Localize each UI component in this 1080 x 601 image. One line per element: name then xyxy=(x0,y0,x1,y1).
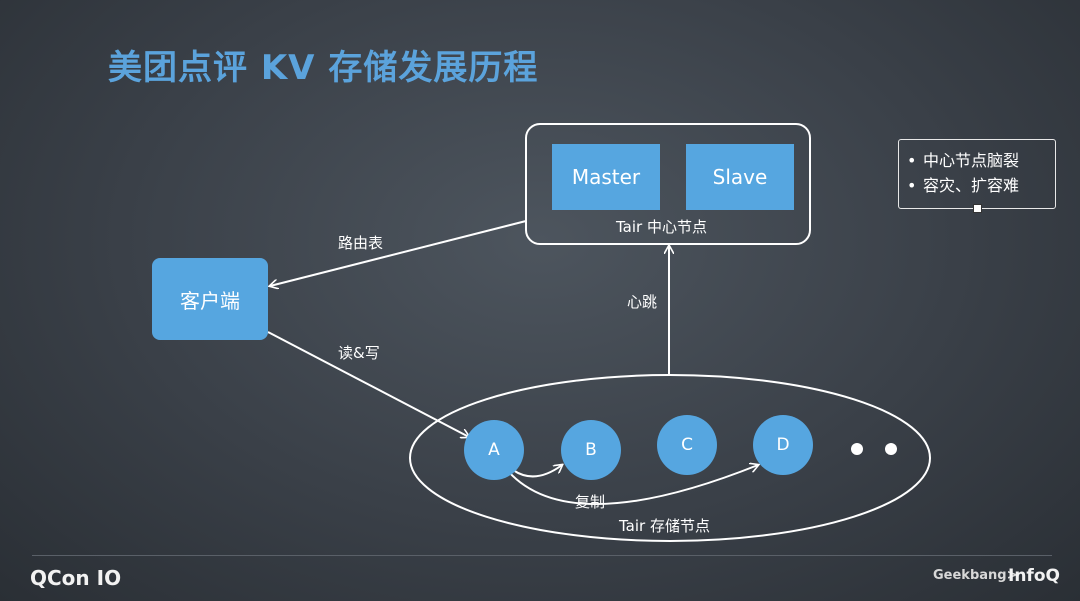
replicate-arrow-d xyxy=(507,465,758,506)
storage-node-c: C xyxy=(657,415,717,475)
heartbeat-label: 心跳 xyxy=(627,293,658,311)
bullet-icon: • xyxy=(907,151,917,170)
routing-table-label: 路由表 xyxy=(338,234,384,252)
storage-node-a: A xyxy=(464,420,524,480)
read-write-arrow xyxy=(267,331,469,437)
replicate-label: 复制 xyxy=(575,493,606,511)
master-node: Master xyxy=(552,144,660,210)
resize-handle-icon xyxy=(973,204,982,213)
geekbang-logo: Geekbang> xyxy=(933,568,1018,583)
storage-node-label: Tair 存储节点 xyxy=(619,517,710,535)
storage-node-d: D xyxy=(753,415,813,475)
footer-divider xyxy=(32,555,1052,556)
slave-node: Slave xyxy=(686,144,794,210)
center-node-label: Tair 中心节点 xyxy=(616,218,707,236)
qcon-logo: QCon IO xyxy=(30,566,122,590)
routing-table-arrow xyxy=(270,220,527,286)
page-title: 美团点评 KV 存储发展历程 xyxy=(108,48,539,88)
storage-node-b: B xyxy=(561,420,621,480)
bullet-icon: • xyxy=(907,176,917,195)
problem-callout: •中心节点脑裂 •容灾、扩容难 xyxy=(898,139,1056,213)
callout-item: •容灾、扩容难 xyxy=(907,173,1055,198)
infoq-logo: InfoQ xyxy=(1008,566,1060,586)
read-write-label: 读&写 xyxy=(338,344,380,362)
replicate-arrow-b xyxy=(512,465,562,478)
client-node: 客户端 xyxy=(152,258,268,340)
callout-item: •中心节点脑裂 xyxy=(907,148,1055,173)
ellipsis-dot-1 xyxy=(851,443,863,455)
ellipsis-dot-2 xyxy=(885,443,897,455)
